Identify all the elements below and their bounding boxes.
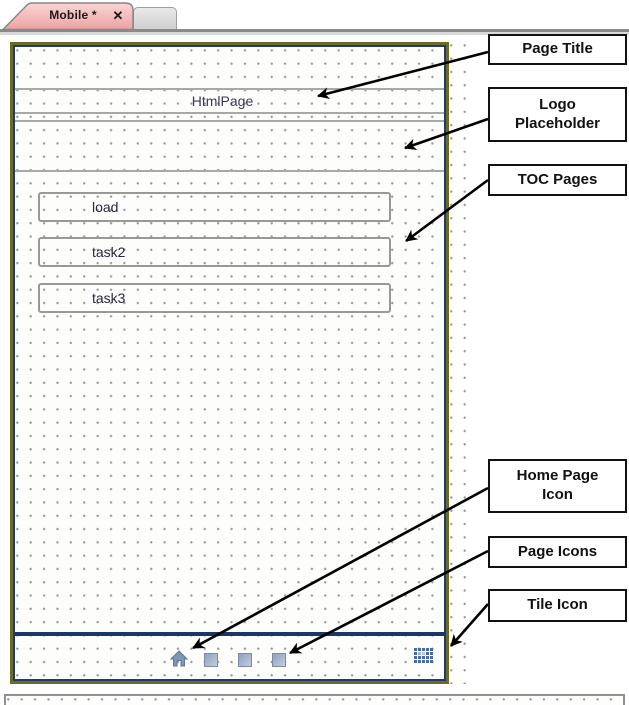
separator-line	[15, 120, 444, 122]
callout-logo-placeholder: Logo Placeholder	[488, 87, 627, 142]
design-surface-margin	[449, 42, 468, 684]
tabstrip-border	[0, 29, 629, 32]
toc-page-item[interactable]: load	[38, 192, 391, 222]
separator-line	[15, 170, 444, 172]
logo-placeholder-element[interactable]	[15, 122, 444, 170]
callout-home-page-icon: Home Page Icon	[488, 459, 627, 513]
design-surface[interactable]: HtmlPage load task2 task3	[13, 45, 446, 681]
tab-mobile[interactable]: Mobile *	[49, 8, 97, 22]
separator-line	[15, 88, 444, 90]
toc-page-item[interactable]: task2	[38, 237, 391, 267]
tile-icon[interactable]	[414, 648, 433, 664]
page-icon[interactable]	[272, 653, 286, 667]
callout-tile-icon: Tile Icon	[488, 589, 627, 622]
callout-page-title: Page Title	[488, 34, 627, 65]
document-tab-shape	[1, 2, 134, 31]
page-icon[interactable]	[238, 653, 252, 667]
page-icon[interactable]	[204, 653, 218, 667]
tab-strip: Mobile * ✕	[0, 0, 629, 36]
next-artboard-edge	[4, 694, 625, 705]
toc-page-item[interactable]: task3	[38, 283, 391, 313]
callout-toc-pages: TOC Pages	[488, 164, 627, 196]
callout-page-icons: Page Icons	[488, 536, 627, 568]
page-title-element[interactable]: HtmlPage	[191, 93, 254, 109]
tabstrip-shadow	[0, 32, 629, 35]
separator-line	[15, 112, 444, 114]
mobile-page-canvas: HtmlPage load task2 task3	[10, 42, 449, 684]
home-icon[interactable]	[170, 650, 188, 667]
close-icon[interactable]: ✕	[112, 8, 124, 23]
toolbar-separator	[15, 632, 444, 636]
